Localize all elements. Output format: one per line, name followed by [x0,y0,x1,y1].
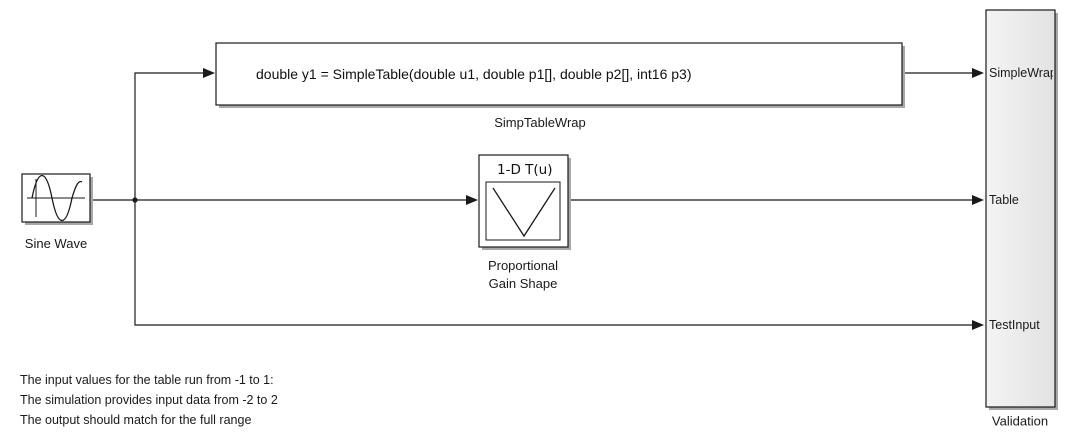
note-line: The simulation provides input data from … [20,393,278,407]
branch-point [132,197,138,203]
arrow-to-testinput-port [972,320,984,330]
arrowheads [203,68,984,330]
lookup-table-plot-frame [485,181,561,241]
lookup-table-label-line1[interactable]: Proportional [487,258,559,273]
simp-table-wrap-body[interactable] [215,42,903,106]
note-line: The output should match for the full ran… [20,413,252,427]
arrow-to-wrapper [203,68,215,78]
simp-table-wrap-block[interactable] [215,42,905,108]
validation-label[interactable]: Validation [991,413,1049,429]
signal-branch-to-testinput[interactable] [134,200,972,326]
sine-wave-label[interactable]: Sine Wave [24,236,88,251]
port-label-table: Table [989,193,1019,207]
v-shape-icon [492,187,556,238]
simp-table-wrap-signature: double y1 = SimpleTable(double u1, doubl… [256,66,692,82]
sine-wave-block[interactable] [21,173,93,225]
lookup-table-block[interactable] [478,154,571,250]
validation-block[interactable] [985,9,1058,410]
signal-branch-to-wrapper[interactable] [134,72,205,200]
port-label-simplewrap: SimpleWrap [989,66,1053,80]
lookup-table-label-line2[interactable]: Gain Shape [488,276,558,291]
port-label-testinput: TestInput [989,318,1040,332]
validation-body[interactable] [985,9,1056,408]
note-line: The input values for the table run from … [20,373,274,387]
lookup-table-icon-text: 1-D T(u) [497,162,553,178]
arrow-to-table-port [972,195,984,205]
simp-table-wrap-label[interactable]: SimpTableWrap [494,115,586,130]
arrow-to-simplewrap-port [972,68,984,78]
signal-lines [93,72,972,326]
arrow-to-lookup [466,195,478,205]
annotation-notes: The input values for the table run from … [20,370,278,430]
sine-wave-icon [31,175,83,221]
